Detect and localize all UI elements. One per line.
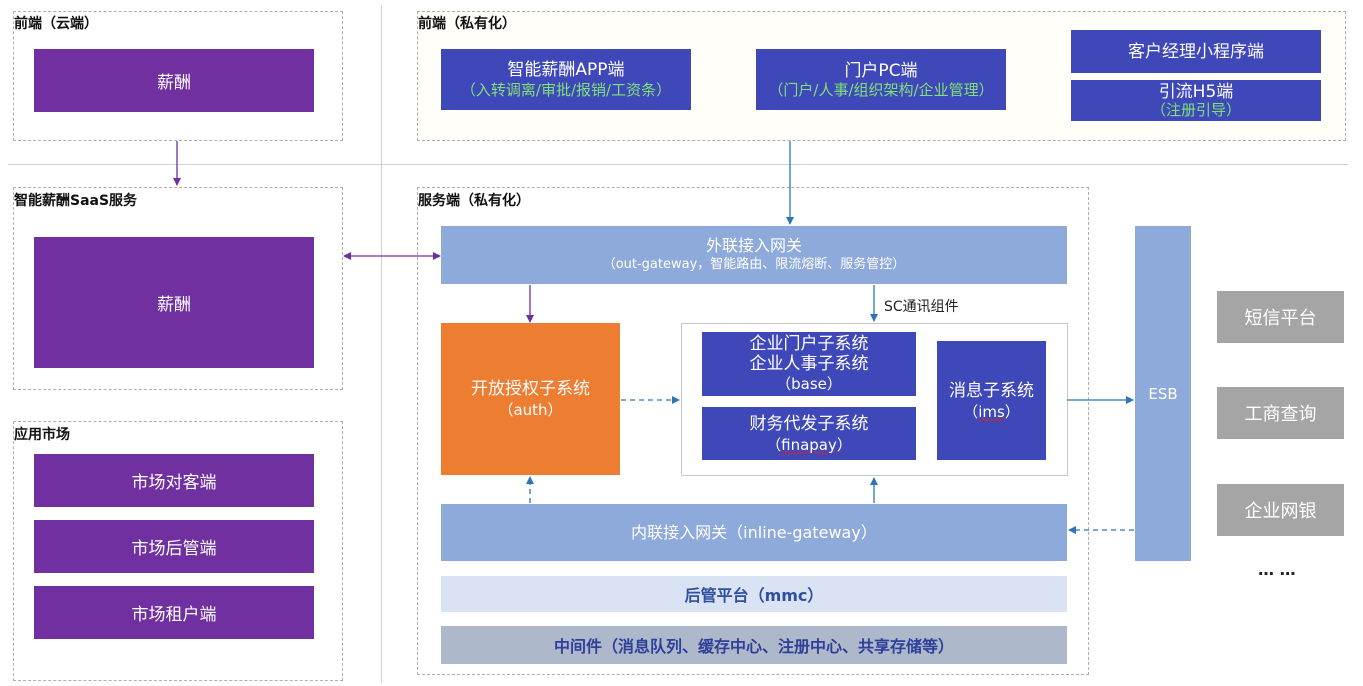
- front-h5-title: 引流H5端: [1158, 82, 1234, 102]
- ims-sub-open: （: [963, 402, 979, 421]
- horizontal-divider: [8, 164, 1348, 165]
- sms-platform-box: 短信平台: [1217, 291, 1344, 343]
- market-admin-box: 市场后管端: [34, 520, 314, 573]
- zone-app-market: [13, 421, 343, 681]
- ims-title: 消息子系统: [949, 380, 1034, 401]
- saas-salary-box: 薪酬: [34, 237, 314, 368]
- finapay-sub: （finapay）: [766, 435, 852, 455]
- mmc-box: 后管平台（mmc）: [441, 576, 1067, 612]
- zone-frontend-cloud: [13, 11, 343, 141]
- cloud-salary-label: 薪酬: [157, 73, 191, 93]
- zone-title-frontend-private: 前端（私有化）: [418, 16, 516, 32]
- base-box: 企业门户子系统 企业人事子系统 （base）: [702, 332, 916, 396]
- cloud-salary-box: 薪酬: [34, 49, 314, 112]
- zone-server-private: [417, 187, 1089, 675]
- auth-sub: （auth）: [498, 401, 563, 419]
- sc-component-label: SC通讯组件: [884, 299, 959, 315]
- ims-sub-word: ims: [978, 402, 1005, 421]
- zone-title-app-market: 应用市场: [14, 427, 70, 443]
- finapay-sub-close: ）: [836, 435, 852, 454]
- front-h5-box: 引流H5端 （注册引导）: [1071, 80, 1321, 121]
- auth-box: 开放授权子系统 （auth）: [441, 323, 620, 475]
- market-customer-box: 市场对客端: [34, 454, 314, 507]
- mmc-title: 后管平台（mmc）: [684, 586, 824, 605]
- zone-title-frontend-cloud: 前端（云端）: [14, 16, 98, 32]
- middleware-box: 中间件（消息队列、缓存中心、注册中心、共享存储等）: [441, 626, 1067, 664]
- base-line1: 企业门户子系统: [749, 334, 869, 354]
- vertical-divider: [381, 5, 382, 683]
- saas-salary-label: 薪酬: [157, 295, 191, 315]
- front-pc-title: 门户PC端: [844, 61, 918, 81]
- market-admin-label: 市场后管端: [131, 539, 217, 559]
- finapay-sub-word: finapay: [781, 435, 837, 454]
- middleware-title: 中间件（消息队列、缓存中心、注册中心、共享存储等）: [553, 637, 954, 656]
- ims-sub-close: ）: [1004, 402, 1020, 421]
- front-h5-sub: （注册引导）: [1150, 101, 1241, 119]
- esb-label: ESB: [1148, 384, 1178, 403]
- esb-box: ESB: [1135, 226, 1191, 561]
- auth-title: 开放授权子系统: [471, 379, 590, 399]
- out-gateway-sub: （out-gateway，智能路由、限流熔断、服务管控）: [602, 257, 906, 272]
- enterprise-bank-label: 企业网银: [1244, 501, 1317, 522]
- front-miniprogram-box: 客户经理小程序端: [1071, 30, 1321, 73]
- market-tenant-label: 市场租户端: [131, 605, 217, 625]
- out-gateway-title: 外联接入网关: [705, 236, 802, 255]
- front-app-box: 智能薪酬APP端 （入转调离/审批/报销/工资条）: [441, 49, 691, 110]
- enterprise-bank-box: 企业网银: [1217, 484, 1344, 536]
- zone-title-saas: 智能薪酬SaaS服务: [14, 193, 138, 209]
- market-customer-label: 市场对客端: [131, 473, 217, 493]
- zone-title-server-private: 服务端（私有化）: [418, 193, 530, 209]
- front-app-title: 智能薪酬APP端: [507, 60, 625, 80]
- finapay-sub-open: （: [766, 435, 782, 454]
- base-sub: （base）: [776, 375, 842, 393]
- business-query-label: 工商查询: [1244, 404, 1317, 425]
- business-query-box: 工商查询: [1217, 387, 1344, 439]
- out-gateway-box: 外联接入网关 （out-gateway，智能路由、限流熔断、服务管控）: [441, 226, 1067, 284]
- inline-gateway-box: 内联接入网关（inline-gateway）: [441, 504, 1067, 561]
- front-pc-box: 门户PC端 （门户/人事/组织架构/企业管理）: [756, 49, 1006, 110]
- finapay-title: 财务代发子系统: [749, 413, 869, 434]
- front-app-sub: （入转调离/审批/报销/工资条）: [460, 81, 672, 99]
- sms-platform-label: 短信平台: [1244, 308, 1317, 329]
- inline-gateway-title: 内联接入网关（inline-gateway）: [631, 522, 877, 542]
- market-tenant-box: 市场租户端: [34, 586, 314, 639]
- finapay-box: 财务代发子系统 （finapay）: [702, 407, 916, 460]
- ims-sub: （ims）: [963, 402, 1020, 422]
- zone-saas: [13, 187, 343, 390]
- ims-box: 消息子系统 （ims）: [937, 341, 1046, 460]
- front-pc-sub: （门户/人事/组织架构/企业管理）: [768, 81, 994, 99]
- base-line2: 企业人事子系统: [749, 354, 869, 374]
- more-ellipsis: … …: [1258, 560, 1296, 579]
- front-miniprogram-title: 客户经理小程序端: [1128, 41, 1264, 62]
